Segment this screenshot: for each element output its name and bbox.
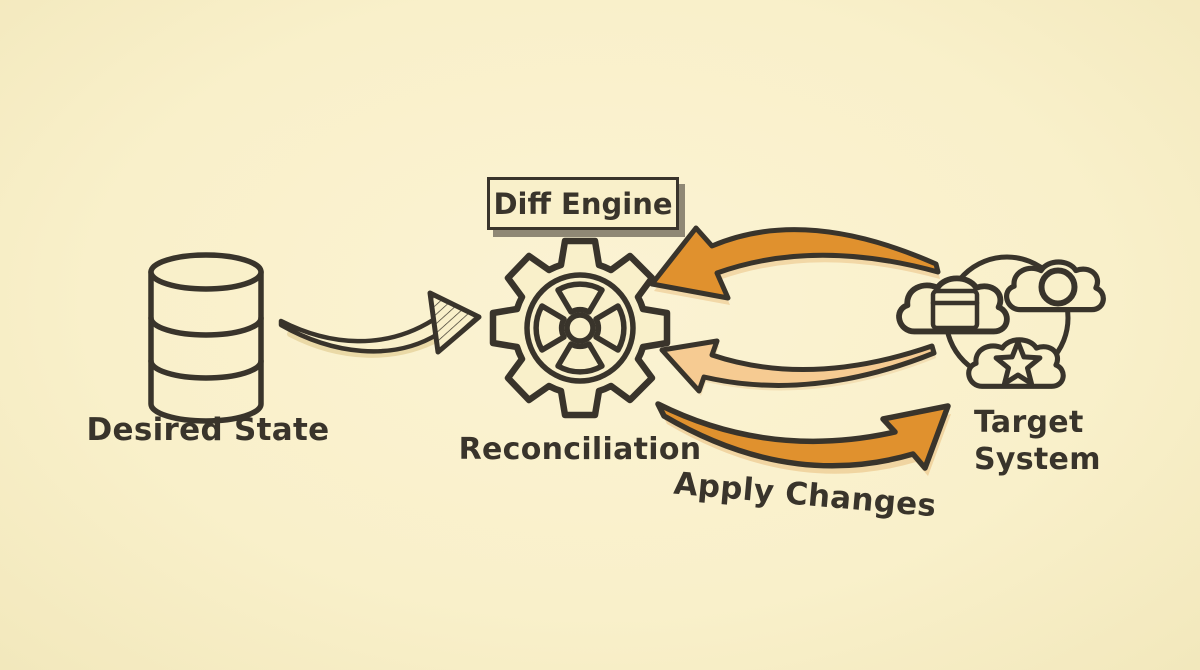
cloud-cluster-icon	[896, 254, 1106, 389]
desired-state-label: Desired State	[86, 412, 330, 448]
sync-arrow-target-to-engine	[649, 225, 941, 305]
star-icon	[993, 339, 1043, 387]
diff-arrow-target-to-engine	[659, 338, 937, 396]
cloud-star	[966, 337, 1066, 389]
database-icon	[148, 252, 264, 424]
apply-changes-arrow	[655, 401, 951, 476]
hatched-arrowhead	[427, 290, 482, 355]
gear-icon	[489, 237, 671, 419]
target-system-label: Target System	[974, 405, 1101, 477]
flow-arrow-desired-to-engine	[278, 290, 482, 358]
cloud-circle	[1004, 259, 1106, 313]
browser-window-icon	[930, 288, 980, 331]
reconciliation-label: Reconciliation	[458, 432, 702, 467]
diff-engine-box: Diff Engine	[487, 177, 679, 230]
circle-icon	[1038, 267, 1078, 307]
diff-engine-label: Diff Engine	[493, 186, 673, 221]
